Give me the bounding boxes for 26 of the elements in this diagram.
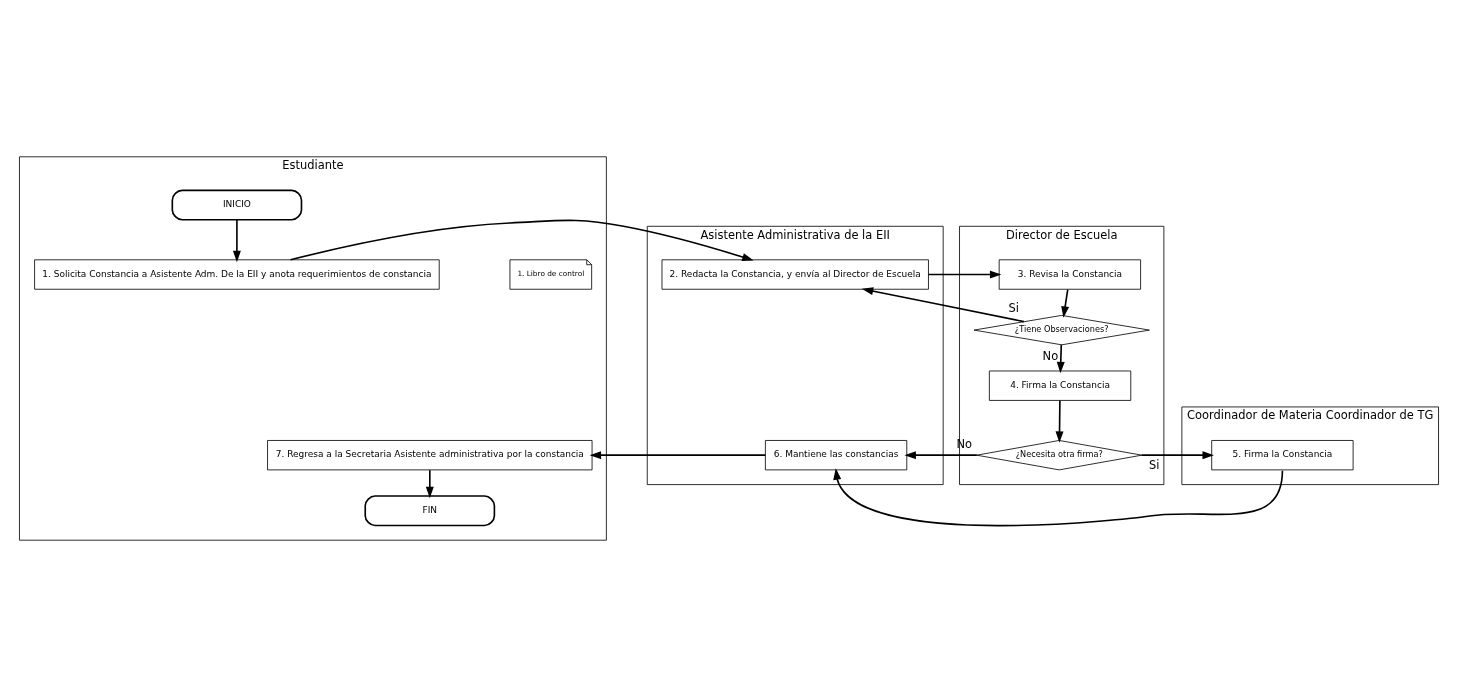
node-box: 5. Firma la Constancia bbox=[1211, 439, 1354, 470]
node-diamond: ¿Necesita otra firma? bbox=[976, 439, 1143, 470]
node-box: FIN bbox=[364, 494, 496, 526]
node-box: INICIO bbox=[171, 189, 303, 221]
arrow bbox=[232, 218, 241, 262]
arrow bbox=[861, 286, 1025, 322]
arrow bbox=[589, 450, 767, 459]
node-box: 1. Solicita Constancia a Asistente Adm. De la EII y anota requerimientos de constancia bbox=[34, 258, 440, 290]
node-box: 7. Regresa a la Secretaria Asistente administrativa por la constancia bbox=[267, 439, 593, 470]
arrow bbox=[425, 468, 434, 498]
edge-label: Si bbox=[1148, 457, 1160, 472]
node-box: 3. Revisa la Constancia bbox=[998, 258, 1141, 290]
arrow bbox=[833, 467, 1284, 526]
node-diamond: ¿Tiene Observaciones? bbox=[973, 314, 1150, 345]
node-box: 2. Redacta la Constancia, y envía al Director de Escuela bbox=[661, 258, 929, 290]
edge-label: No bbox=[1042, 348, 1059, 363]
edge-label: Si bbox=[1008, 300, 1019, 315]
arrow bbox=[1140, 450, 1214, 459]
arrow bbox=[904, 450, 978, 459]
node-box: 4. Firma la Constancia bbox=[988, 370, 1132, 401]
node-box: 6. Mantiene las constancias bbox=[764, 439, 908, 470]
arrow bbox=[1056, 343, 1065, 373]
arrow bbox=[1061, 288, 1070, 318]
arrow bbox=[289, 219, 754, 261]
arrow bbox=[1055, 399, 1064, 443]
arrow bbox=[927, 270, 1002, 279]
